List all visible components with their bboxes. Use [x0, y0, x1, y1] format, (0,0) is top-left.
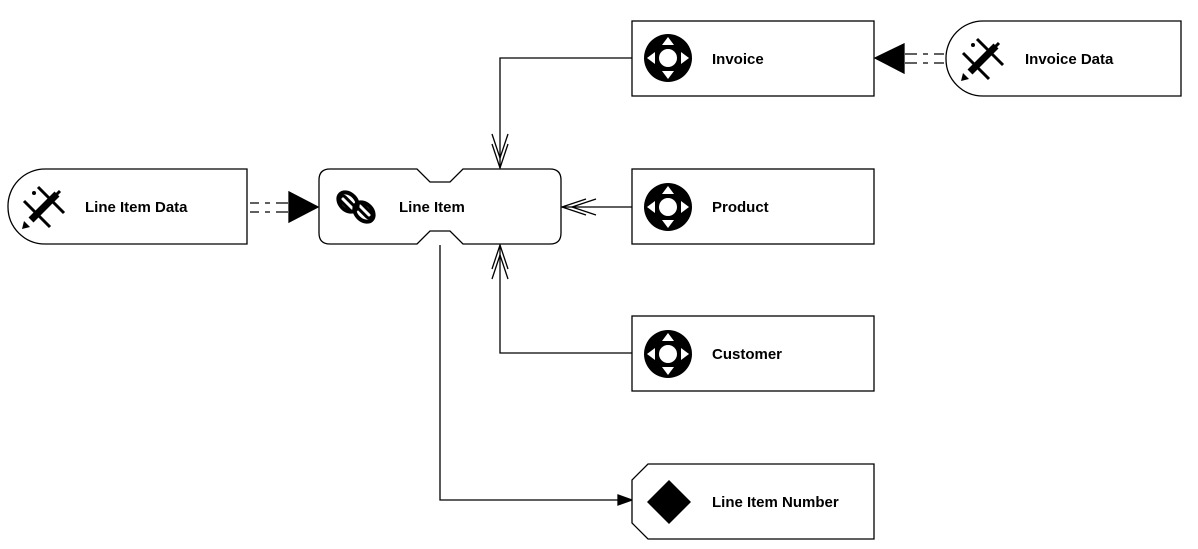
- hub-icon: [644, 330, 692, 378]
- diamond-icon: [647, 480, 691, 524]
- node-customer[interactable]: [631, 315, 875, 392]
- line-item-label: Line Item: [399, 199, 465, 216]
- hub-icon: [644, 34, 692, 82]
- line-item-number-label: Line Item Number: [712, 494, 839, 511]
- node-invoice-data[interactable]: [945, 20, 1182, 97]
- edge-invoice-data-to-invoice: [873, 42, 944, 75]
- node-line-item[interactable]: [318, 168, 562, 245]
- line-item-data-label: Line Item Data: [85, 199, 188, 216]
- edge-customer-to-line-item: [491, 242, 632, 354]
- node-line-item-data[interactable]: [7, 168, 248, 245]
- product-label: Product: [712, 199, 769, 216]
- node-line-item-number[interactable]: [631, 463, 875, 540]
- edge-product-to-line-item: [559, 198, 632, 216]
- hub-icon: [644, 183, 692, 231]
- edge-line-item-to-line-item-number: [439, 245, 634, 506]
- customer-label: Customer: [712, 346, 783, 363]
- node-invoice[interactable]: [631, 20, 875, 97]
- node-product[interactable]: [631, 168, 875, 245]
- edge-line-item-data-to-line-item: [250, 190, 320, 224]
- invoice-label: Invoice: [712, 51, 764, 68]
- edges-layer: [250, 42, 944, 506]
- invoice-data-label: Invoice Data: [1025, 51, 1114, 68]
- edge-invoice-to-line-item: [491, 57, 632, 171]
